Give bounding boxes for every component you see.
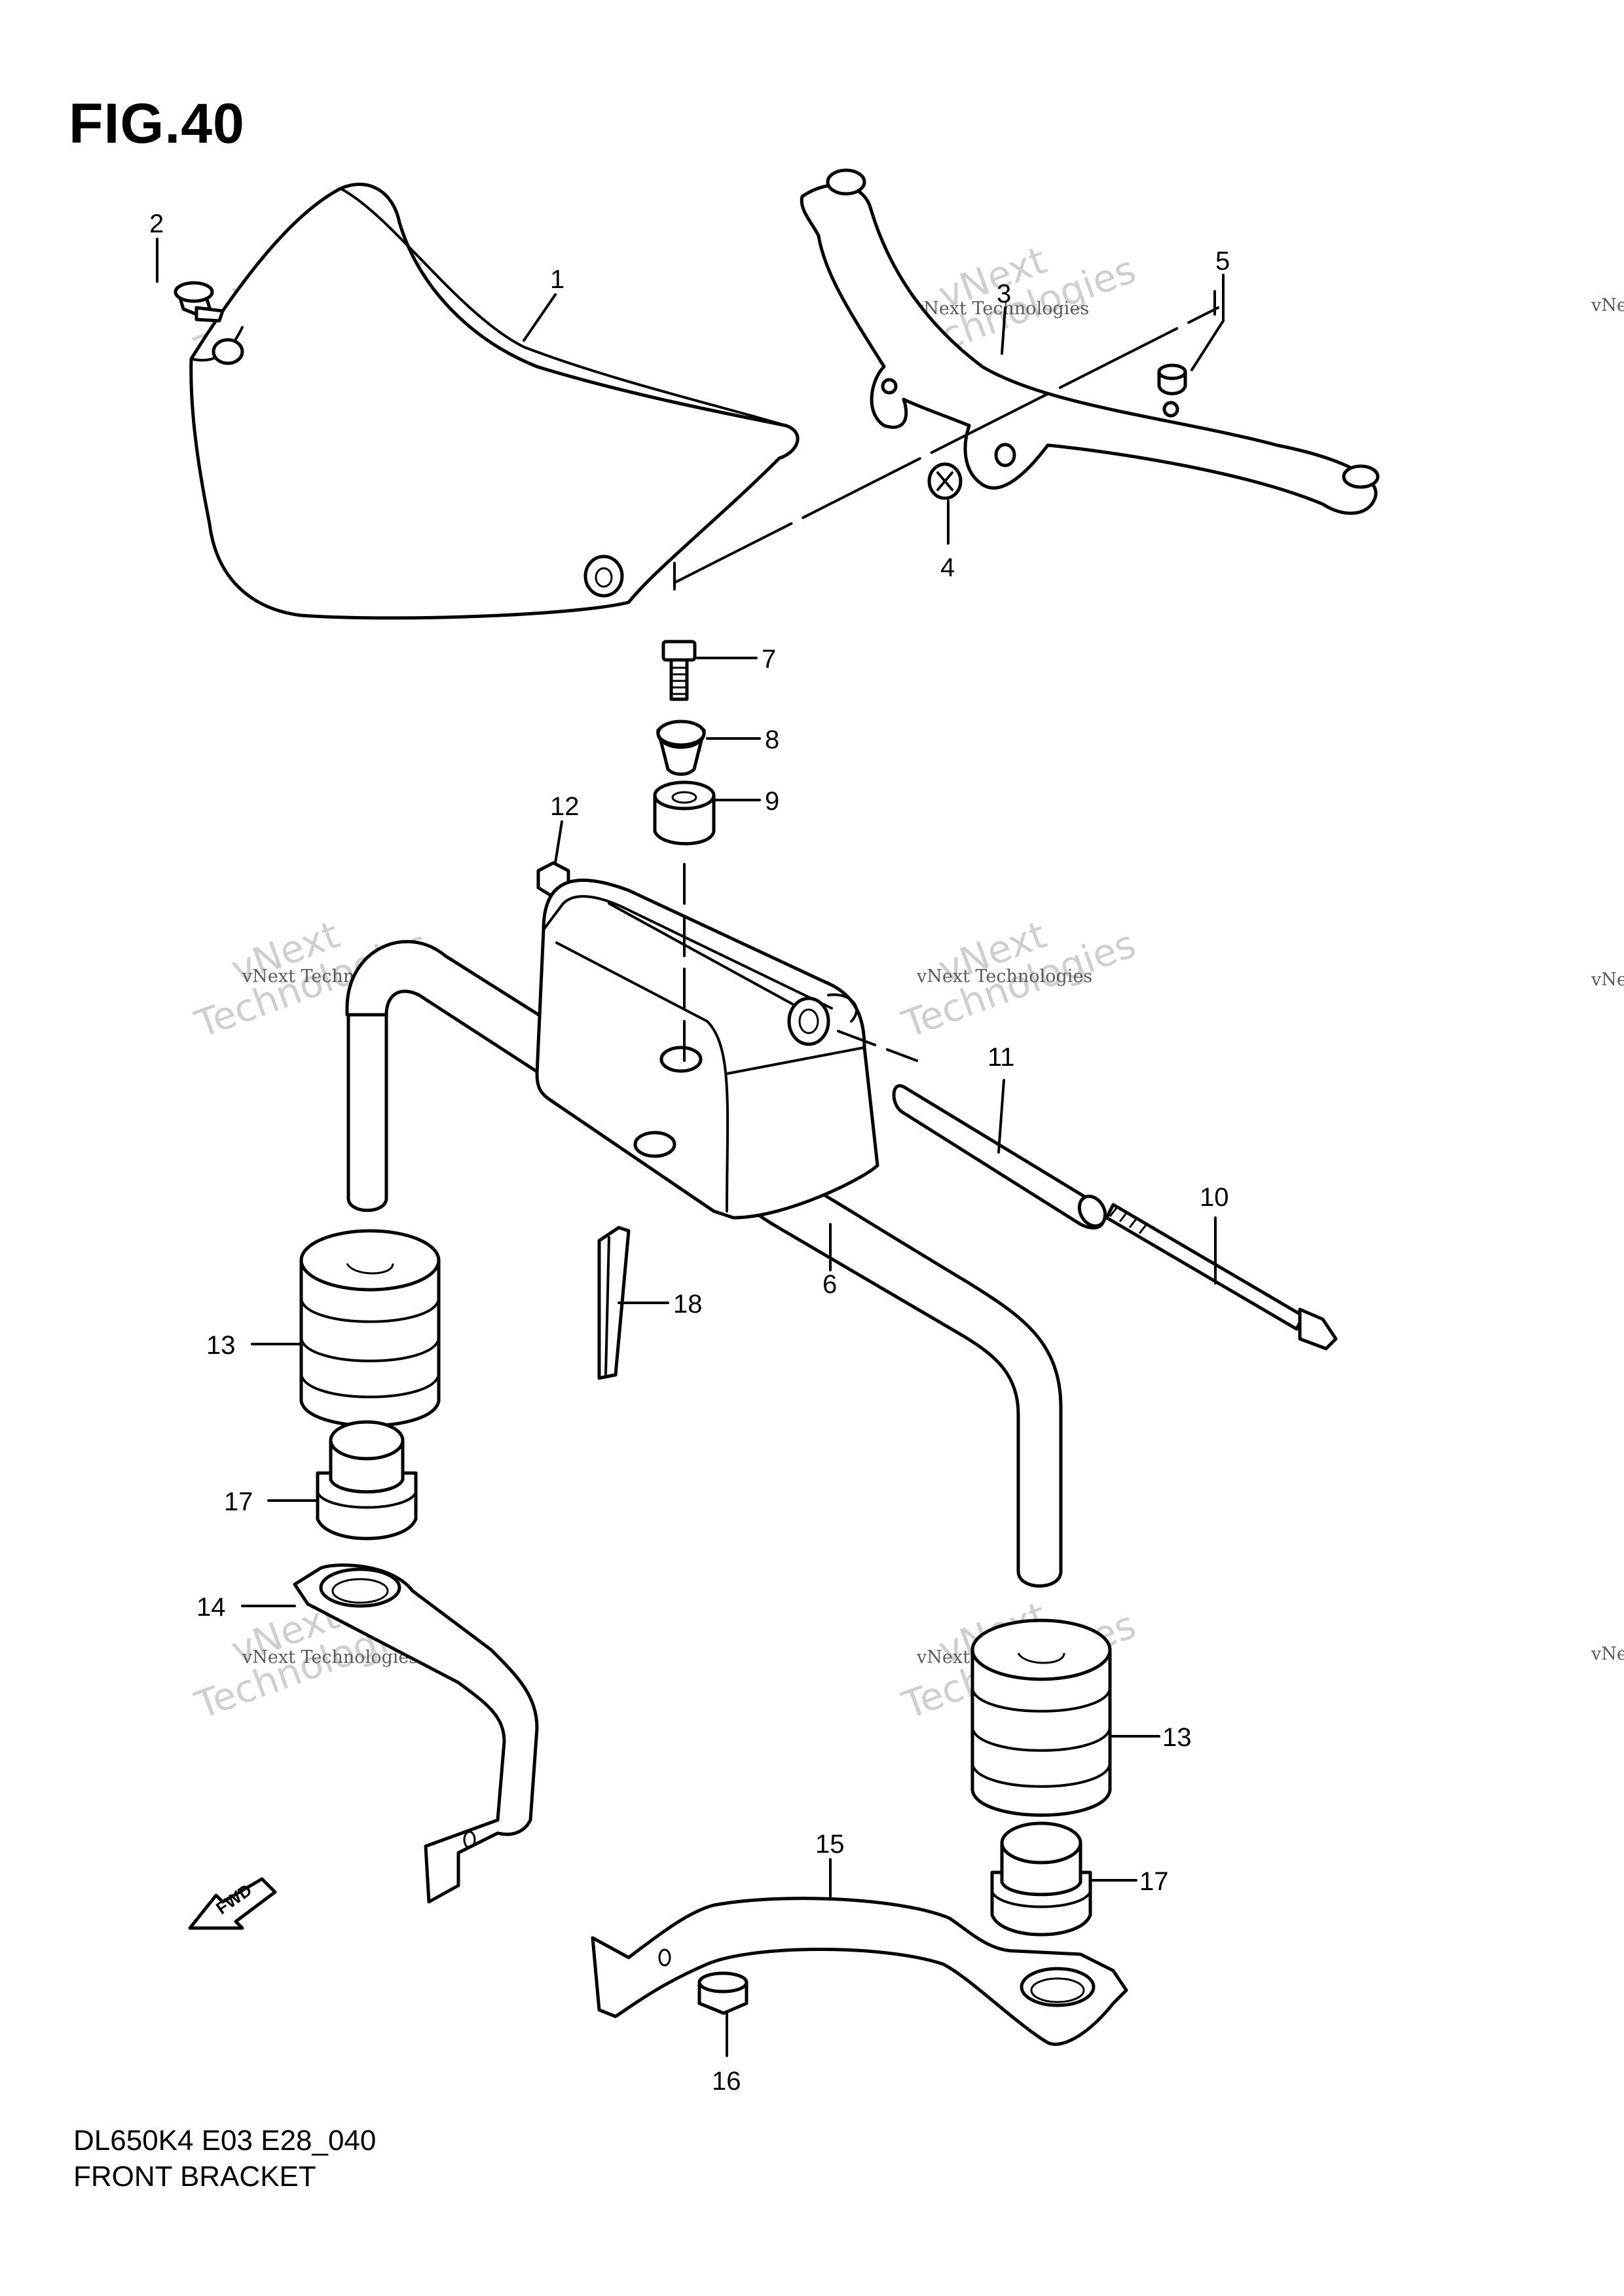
part-8-washer xyxy=(656,720,706,776)
callout-13-right: 13 xyxy=(1162,1723,1192,1752)
callout-1: 1 xyxy=(550,265,564,294)
callout-8: 8 xyxy=(765,725,779,754)
svg-text:vNext Technologies: vNext Technologies xyxy=(1591,970,1624,990)
part-7-bolt xyxy=(661,640,697,701)
svg-text:vNext Technologies: vNext Technologies xyxy=(1591,1644,1624,1664)
part-10-bolt xyxy=(1105,1203,1338,1351)
callout-15: 15 xyxy=(815,1830,845,1859)
part-9-grommet xyxy=(653,780,716,846)
part-1-side-cover xyxy=(189,183,800,620)
part-13-cushion-right xyxy=(970,1618,1112,1817)
callout-17-right: 17 xyxy=(1139,1867,1169,1896)
diagram-name: FRONT BRACKET xyxy=(73,2160,316,2193)
part-11-collar xyxy=(892,1084,1107,1230)
model-code: DL650K4 E03 E28_040 xyxy=(73,2124,377,2157)
callout-2: 2 xyxy=(149,210,164,238)
callout-13-left: 13 xyxy=(206,1331,236,1360)
svg-text:vNext Technologies: vNext Technologies xyxy=(913,299,1089,319)
callout-16: 16 xyxy=(712,2067,741,2096)
svg-text:vNext Technologies: vNext Technologies xyxy=(1591,295,1624,316)
svg-text:vNext Technologies: vNext Technologies xyxy=(242,1647,418,1667)
part-4-screw xyxy=(927,462,963,500)
part-3-frame-bracket xyxy=(800,168,1380,515)
callout-18: 18 xyxy=(673,1290,703,1319)
part-14-lower-bracket-left xyxy=(293,1563,539,1904)
part-18-strip xyxy=(597,1226,631,1380)
part-6-bracket-body xyxy=(535,878,879,1220)
part-16-bolt xyxy=(697,1971,748,2015)
callout-11: 11 xyxy=(987,1043,1015,1072)
fwd-arrow-icon: FWD xyxy=(188,1877,277,1930)
part-13-cushion-left xyxy=(299,1229,441,1427)
callouts: 2 1 3 5 4 7 8 9 12 11 10 6 18 13 17 14 xyxy=(149,210,1230,2096)
part-6-tube-left-vertical xyxy=(346,1013,388,1212)
callout-7: 7 xyxy=(762,645,776,674)
part-5-cap xyxy=(1157,363,1187,418)
callout-9: 9 xyxy=(765,787,779,816)
fig-title: FIG.40 xyxy=(69,92,245,155)
callout-10: 10 xyxy=(1200,1183,1229,1212)
callout-4: 4 xyxy=(940,553,955,582)
part-17-grommet-right xyxy=(990,1821,1092,1937)
callout-5: 5 xyxy=(1215,247,1230,276)
callout-6: 6 xyxy=(822,1270,837,1299)
svg-text:vNext Technologies: vNext Technologies xyxy=(916,966,1092,987)
callout-17-left: 17 xyxy=(224,1487,253,1516)
part-15-lower-bracket-right xyxy=(591,1897,1128,2046)
callout-3: 3 xyxy=(997,280,1011,308)
part-17-grommet-left xyxy=(316,1420,418,1540)
assembly-lines xyxy=(673,290,1219,1062)
callout-14: 14 xyxy=(196,1593,226,1622)
callout-12: 12 xyxy=(550,792,580,821)
part-2-clip xyxy=(174,281,225,323)
